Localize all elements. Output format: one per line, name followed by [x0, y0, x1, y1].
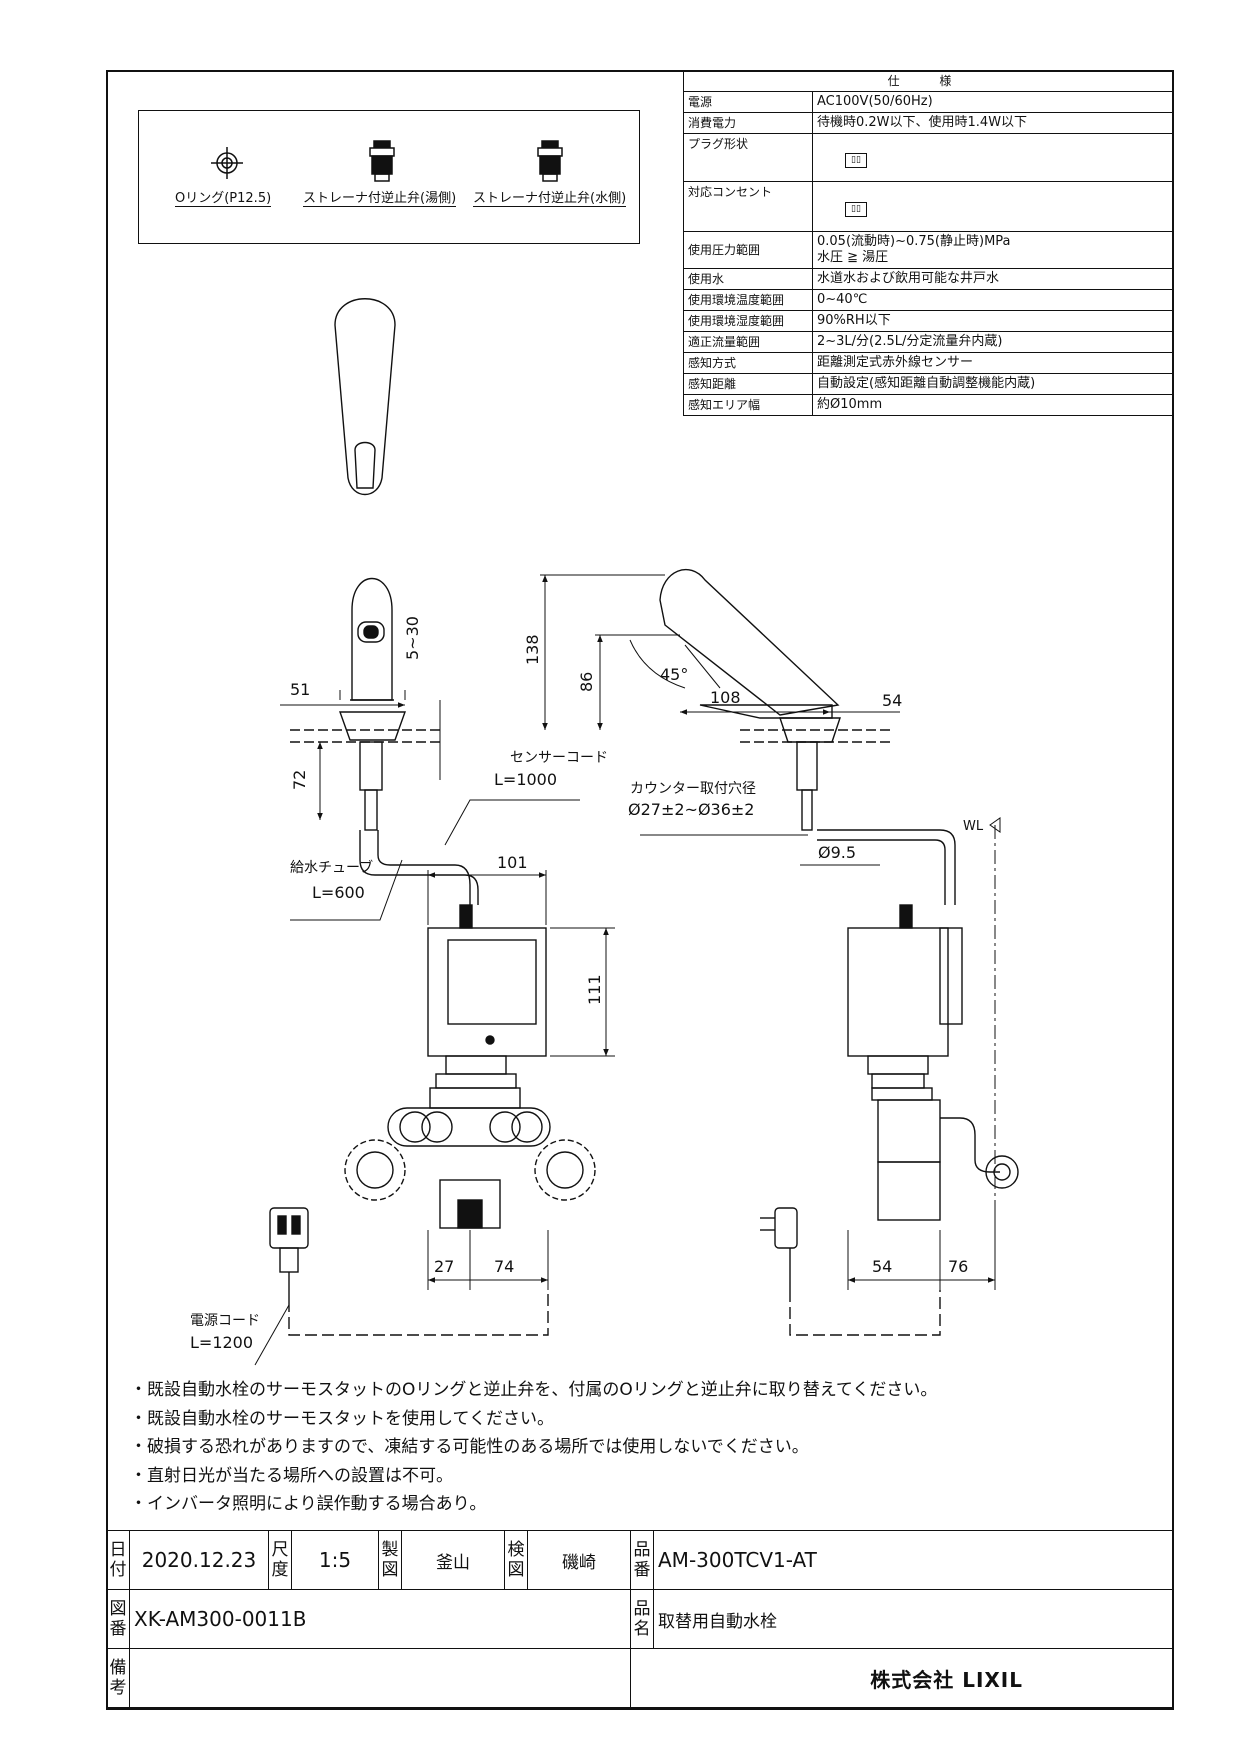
partno-label: 品番 [630, 1530, 654, 1590]
remarks-value [129, 1648, 631, 1708]
dim-45-deg: 45° [660, 665, 688, 684]
power-cord-front-path [288, 1290, 549, 1336]
spec-key: 感知エリア幅 [683, 394, 813, 416]
supply-tube-length: L=600 [312, 883, 365, 902]
dim-51: 51 [290, 680, 310, 699]
counter-hole-diameter: Ø27±2~Ø36±2 [628, 800, 754, 819]
spec-value: ▯▯ [812, 181, 1174, 232]
date-label: 日付 [106, 1530, 130, 1590]
faucet-side-view [659, 569, 1019, 1221]
scale-label: 尺度 [268, 1530, 292, 1590]
part-label-valve-cold: ストレーナ付逆止弁(水側) [473, 191, 627, 207]
dim-27: 27 [434, 1257, 454, 1276]
drawn-label: 製図 [378, 1530, 402, 1590]
drawn-by: 釜山 [401, 1530, 505, 1590]
faucet-drawing: 51 5~30 72 138 86 45° 108 54 101 111 27 … [190, 298, 1019, 1366]
company-name: 株式会社 LIXIL [630, 1648, 1174, 1708]
sensor-cord-length: L=1000 [494, 770, 557, 789]
part-label-o-ring: Oリング(P12.5) [175, 191, 272, 207]
power-cord-length: L=1200 [190, 1333, 253, 1352]
spec-key: プラグ形状 [683, 133, 813, 182]
notes: ・既設自動水栓のサーモスタットのOリングと逆止弁を、付属のOリングと逆止弁に取り… [130, 1376, 937, 1519]
outlet-icon: ▯▯ [845, 202, 867, 217]
water-level-label: WL [963, 819, 984, 834]
dim-76: 76 [948, 1257, 968, 1276]
power-cord-label: 電源コード [190, 1313, 260, 1329]
note-item: ・既設自動水栓のサーモスタットのOリングと逆止弁を、付属のOリングと逆止弁に取り… [130, 1380, 938, 1400]
power-plug-front [269, 1207, 309, 1300]
dim-86: 86 [577, 672, 596, 692]
plug-icon: ▯▯ [845, 153, 867, 168]
spec-value: 距離測定式赤外線センサー [812, 352, 1174, 374]
drawing-number: XK-AM300-0011B [129, 1589, 631, 1649]
faucet-top-view [334, 298, 396, 495]
supply-tube-label: 給水チューブ [290, 859, 373, 876]
note-item: ・インバータ照明により誤作動する場合あり。 [130, 1494, 487, 1514]
dim-pipe-diameter: Ø9.5 [818, 843, 856, 862]
remarks-label: 備考 [106, 1648, 130, 1708]
spec-key: 対応コンセント [683, 181, 813, 232]
title-block: 日付 2020.12.23 尺度 1:5 製図 釜山 検図 磯崎 品番 AM-3… [106, 1530, 1174, 1708]
date-value: 2020.12.23 [129, 1530, 269, 1590]
faucet-front-view [290, 577, 479, 905]
dim-54-top: 54 [882, 691, 902, 710]
note-item: ・破損する恐れがありますので、凍結する可能性のある場所では使用しないでください。 [130, 1437, 809, 1457]
drawing-frame [106, 70, 1174, 1710]
dim-108: 108 [710, 688, 741, 707]
spec-value: 待機時0.2W以下、使用時1.4W以下 [812, 112, 1174, 134]
check-valve-cold-icon [537, 140, 563, 182]
spec-value: 水道水および飲用可能な井戸水 [812, 268, 1174, 290]
note-item: ・既設自動水栓のサーモスタットを使用してください。 [130, 1408, 554, 1429]
check-valve-hot-icon [369, 140, 395, 182]
checked-by: 磯崎 [527, 1530, 631, 1590]
dim-101: 101 [497, 853, 528, 872]
part-number: AM-300TCV1-AT [653, 1530, 1174, 1590]
spec-value: 約Ø10mm [812, 394, 1174, 416]
o-ring-icon [211, 147, 243, 179]
power-plug-side [760, 1207, 798, 1290]
dim-5-30: 5~30 [403, 616, 422, 660]
power-cord-side-path [789, 1290, 941, 1336]
dim-138: 138 [523, 634, 542, 665]
dim-54-side: 54 [872, 1257, 892, 1276]
part-label-valve-hot: ストレーナ付逆止弁(湯側) [303, 191, 457, 207]
product-name: 取替用自動水栓 [653, 1589, 1174, 1649]
dim-72: 72 [290, 770, 309, 790]
parts-drawings [211, 140, 563, 182]
spec-value: 2~3L/分(2.5L/分定流量弁内蔵) [812, 331, 1174, 353]
spec-key: 適正流量範囲 [683, 331, 813, 353]
accessory-parts-box: Oリング(P12.5) ストレーナ付逆止弁(湯側) ストレーナ付逆止弁(水側) [138, 110, 640, 244]
name-label: 品名 [630, 1589, 654, 1649]
sensor-cord-label: センサーコード [510, 750, 608, 766]
counter-hole-label: カウンター取付穴径 [630, 781, 756, 797]
note-item: ・直射日光が当たる場所への設置は不可。 [130, 1465, 453, 1486]
check-label: 検図 [504, 1530, 528, 1590]
control-box-front [344, 904, 596, 1229]
spec-value: ▯▯ [812, 133, 1174, 182]
dim-111: 111 [585, 974, 604, 1005]
drawing-no-label: 図番 [106, 1589, 130, 1649]
dim-74: 74 [494, 1257, 514, 1276]
scale-value: 1:5 [291, 1530, 379, 1590]
